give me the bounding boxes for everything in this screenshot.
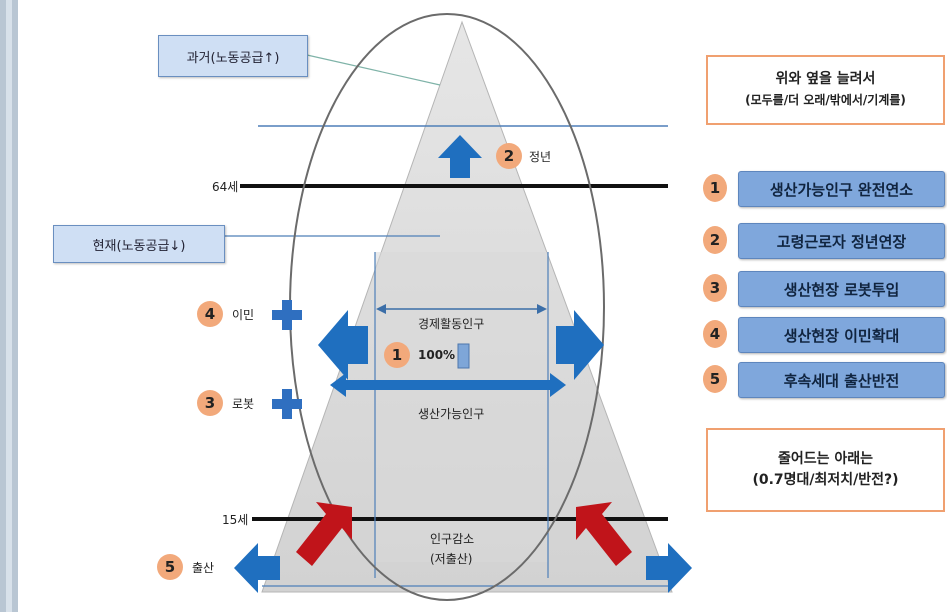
strategy-2-badge: 2 — [703, 226, 727, 254]
past-connector — [306, 54, 441, 86]
factor-4-label: 이민 — [232, 308, 255, 322]
factor-3-label: 로봇 — [232, 397, 255, 411]
working-age-arrow-shaft — [342, 380, 554, 390]
shrinking-base-box: 줄어드는 아래는 (0.7명대/최저치/반전?) — [706, 428, 945, 512]
factor-5-badge: 5 — [157, 554, 183, 580]
strategy-4-badge: 4 — [703, 320, 727, 348]
economically-active-label: 경제활동인구 — [418, 317, 485, 331]
working-age-arrow-head-right — [550, 373, 566, 397]
strategy-2: 고령근로자 정년연장 — [738, 223, 945, 259]
expand-strategy-box: 위와 옆을 늘려서 (모두를/더 오래/밖에서/기계를) — [706, 55, 945, 125]
birth-arrow-right — [646, 543, 692, 593]
right-decline-arrow — [576, 502, 632, 566]
economically-active-arrow-head-left — [376, 304, 386, 314]
working-age-arrow-head-left — [330, 373, 346, 397]
strategy-1: 생산가능인구 완전연소 — [738, 171, 945, 207]
full-employment-percent: 100% — [418, 348, 456, 362]
decline-label-line1: 인구감소 — [430, 532, 475, 546]
shrinking-base-line2: (0.7명대/최저치/반전?) — [752, 472, 899, 488]
strategy-3: 생산현장 로봇투입 — [738, 271, 945, 307]
full-employment-marker — [457, 343, 470, 369]
left-decline-arrow — [296, 502, 352, 566]
strategy-4: 생산현장 이민확대 — [738, 317, 945, 353]
factor-2-badge: 2 — [496, 143, 522, 169]
decline-label-line2: (저출산) — [430, 552, 473, 566]
shrinking-base-line1: 줄어드는 아래는 — [777, 451, 874, 467]
strategy-5: 후속세대 출산반전 — [738, 362, 945, 398]
past-label-box: 과거(노동공급↑) — [158, 35, 308, 77]
left-expansion-arrow — [318, 310, 368, 380]
strategy-1-badge: 1 — [703, 174, 727, 202]
factor-5-label: 출산 — [192, 561, 215, 575]
birth-arrow-left — [234, 543, 280, 593]
left-decoration-strip-inner — [6, 0, 12, 612]
factor-1-badge: 1 — [384, 342, 410, 368]
present-label-box: 현재(노동공급↓) — [53, 225, 225, 263]
immigration-plus-icon — [272, 300, 302, 330]
expand-strategy-line2: (모두를/더 오래/밖에서/기계를) — [745, 93, 906, 107]
economically-active-region — [375, 252, 548, 562]
factor-2-label: 정년 — [529, 150, 552, 164]
robot-plus-icon — [272, 389, 302, 419]
strategy-5-badge: 5 — [703, 365, 727, 393]
economically-active-arrow-head-right — [537, 304, 547, 314]
strategy-3-badge: 3 — [703, 274, 727, 302]
age-15-label: 15세 — [222, 513, 249, 527]
working-age-label: 생산가능인구 — [418, 407, 485, 421]
right-expansion-arrow — [556, 310, 604, 380]
retirement-up-arrow — [438, 135, 482, 178]
expand-strategy-line1: 위와 옆을 늘려서 — [775, 71, 876, 87]
age-64-label: 64세 — [212, 180, 239, 194]
factor-4-badge: 4 — [197, 301, 223, 327]
factor-3-badge: 3 — [197, 390, 223, 416]
